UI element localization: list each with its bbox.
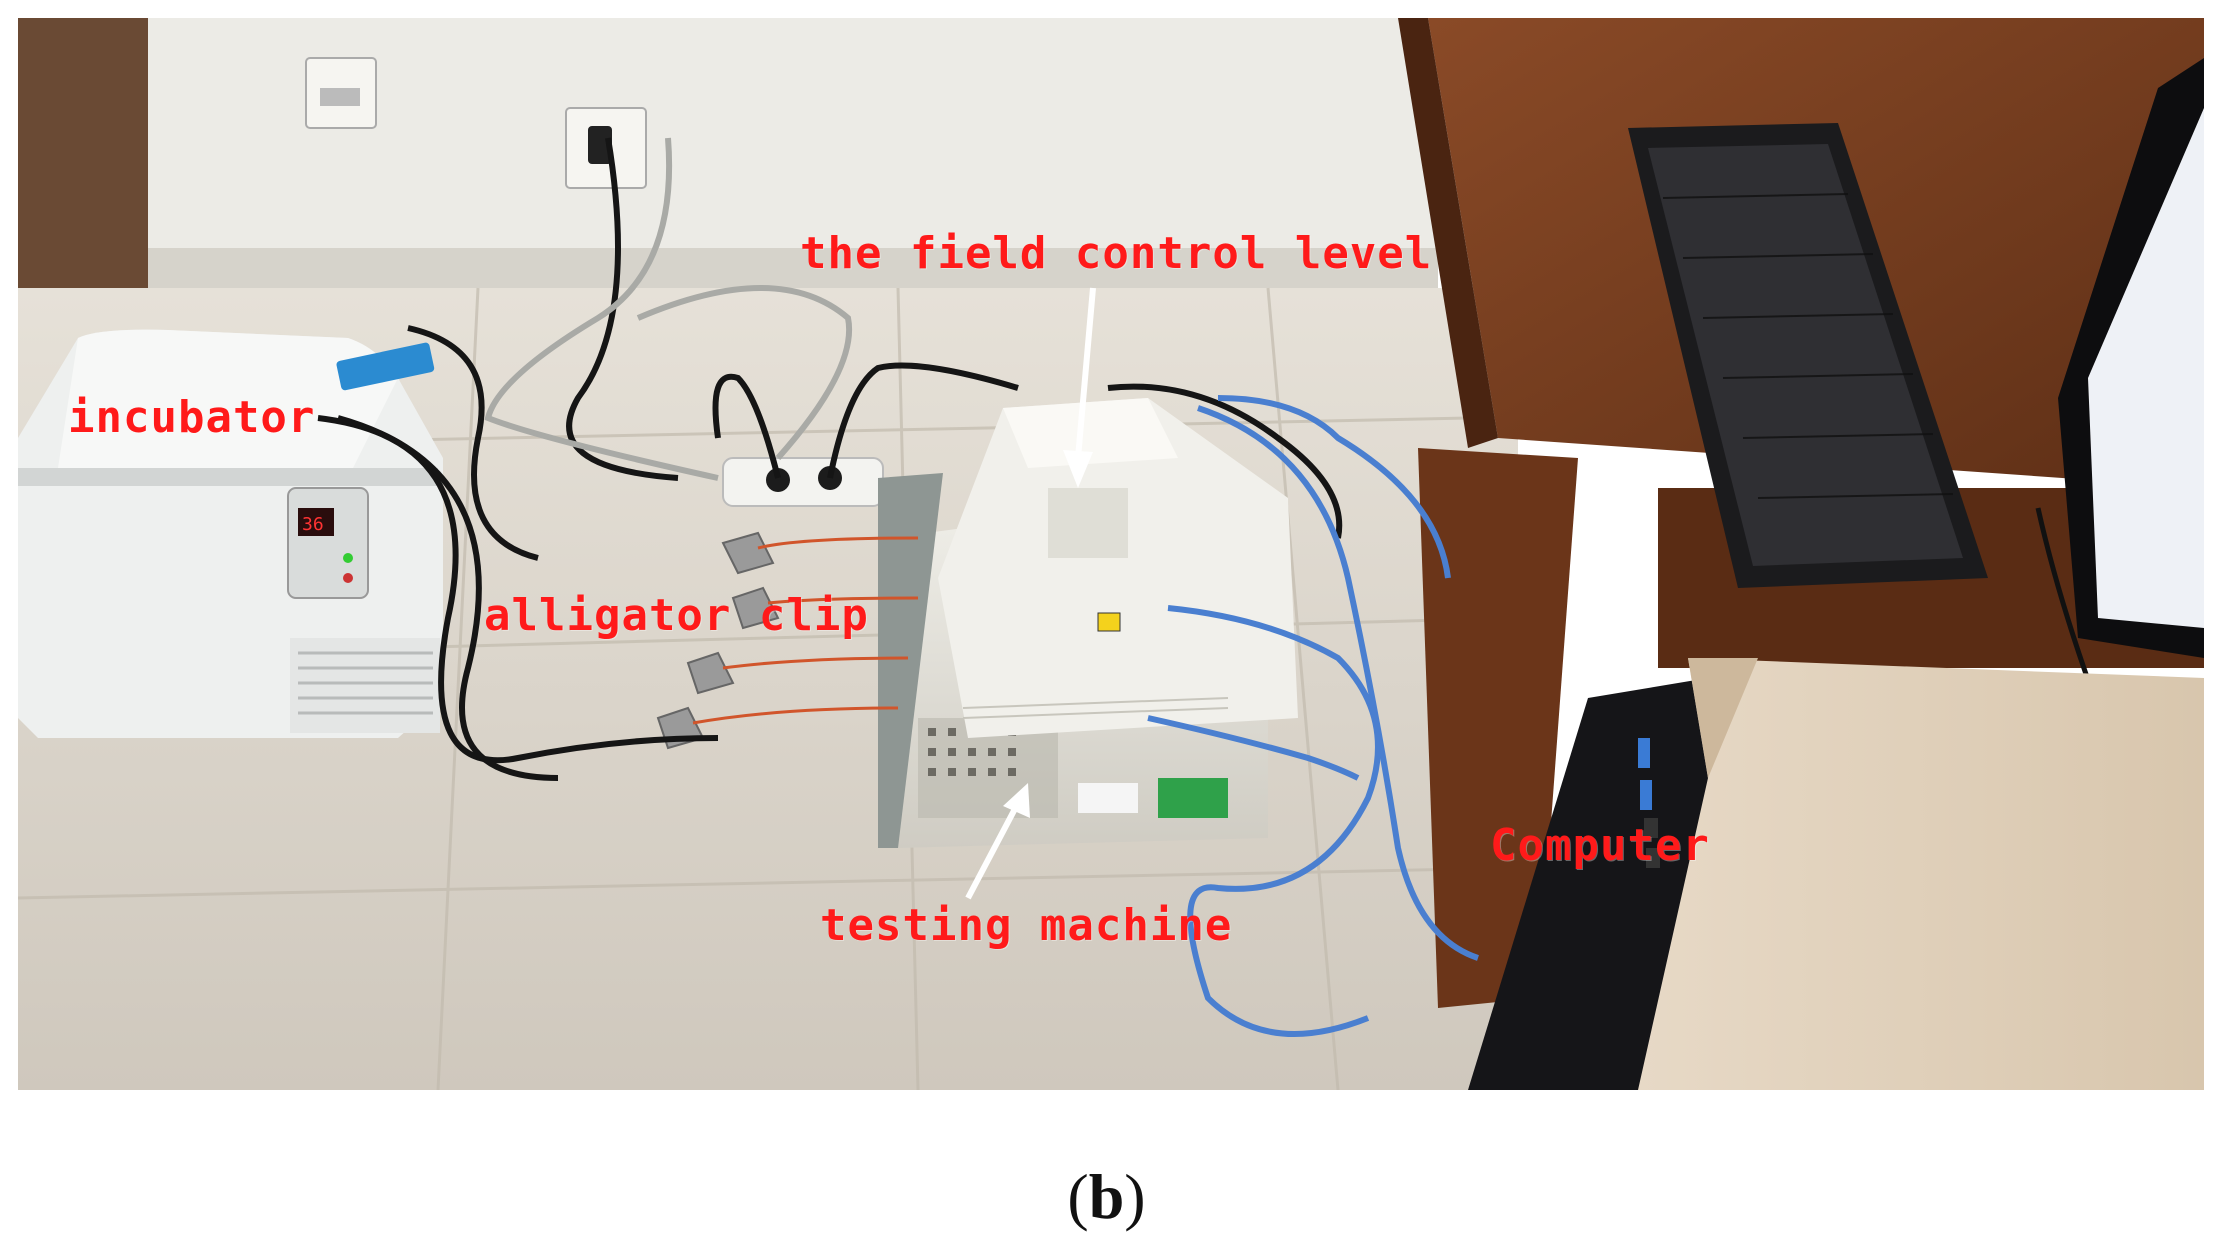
figure-caption: (b) [0,1160,2213,1234]
field-control-unit [938,398,1298,738]
caption-close-paren: ) [1124,1161,1146,1232]
wall-socket-2 [565,107,647,189]
photo-scene: 36 [18,18,2204,1090]
clip-wires [692,536,919,725]
label-field-control-level: the field control level [800,228,1433,279]
label-incubator: incubator [68,392,316,443]
grey-cable [484,137,853,481]
power-strip [722,457,884,507]
arrow-field-control [1063,287,1096,488]
cabinet [1638,658,2204,1090]
svg-text:36: 36 [302,514,324,535]
label-alligator-clip: alligator clip [484,590,869,641]
caption-open-paren: ( [1067,1161,1089,1232]
label-testing-machine: testing machine [820,900,1233,951]
wall-socket-1 [305,57,377,129]
network-cables [1147,395,1479,1037]
incubator: 36 [18,329,443,738]
arrow-testing-machine [965,783,1030,900]
keyboard [1628,123,1988,588]
caption-letter: b [1088,1161,1125,1232]
wall [18,18,1438,478]
label-computer: Computer [1490,820,1710,871]
power-cables [317,137,1343,781]
